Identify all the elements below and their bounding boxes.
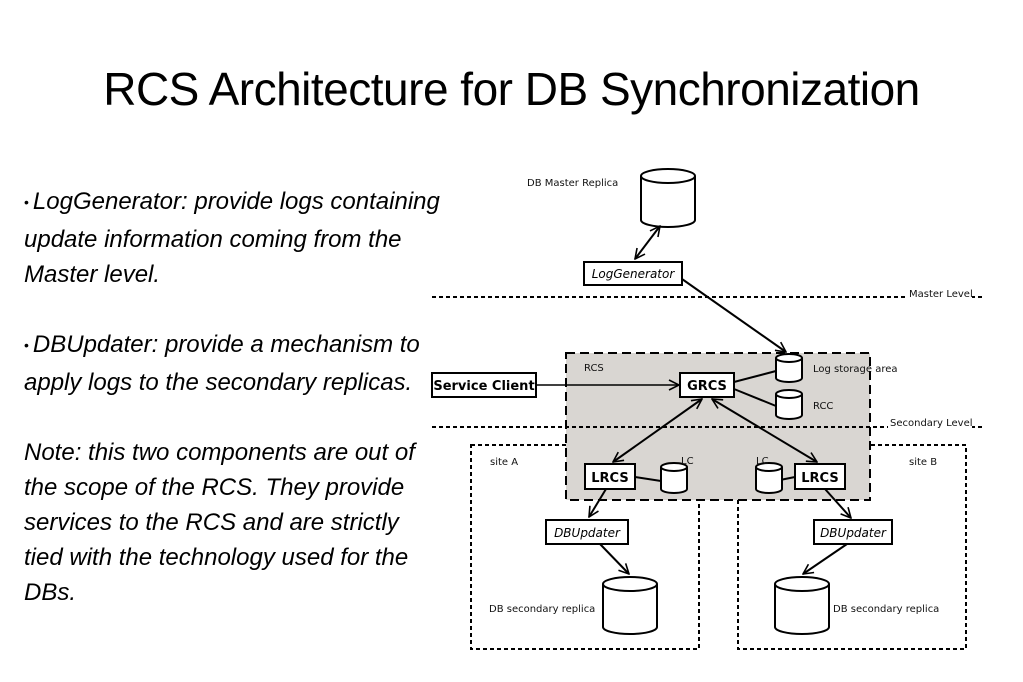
bullet-dbupdater-text: DBUpdater: provide a mechanism to apply … bbox=[24, 331, 420, 396]
note-text: Note: this two components are out of the… bbox=[24, 439, 415, 606]
rcc-cylinder-icon bbox=[775, 389, 803, 420]
lrcs-a-box bbox=[584, 463, 636, 490]
lc-a-label: LC bbox=[681, 456, 694, 467]
db-secondary-b-cylinder-icon bbox=[774, 576, 830, 635]
grcs-lrcs-a-arrow bbox=[613, 399, 702, 462]
db-master-label: DB Master Replica bbox=[527, 178, 618, 189]
service-client-label: Service Client bbox=[433, 379, 534, 394]
lrcs-b-box bbox=[794, 463, 846, 490]
lrcs-b-label: LRCS bbox=[801, 471, 838, 486]
lrcs-a-lc-link bbox=[634, 476, 662, 482]
dbupdater-b-label: DBUpdater bbox=[820, 526, 887, 540]
dbupdater-b-db-arrow bbox=[803, 543, 848, 574]
db-secondary-b-label: DB secondary replica bbox=[833, 604, 939, 615]
site-a-label: site A bbox=[490, 457, 518, 468]
lrcs-a-dbupdater-arrow bbox=[589, 488, 607, 517]
bullet-loggenerator-text: LogGenerator: provide logs containing up… bbox=[24, 188, 440, 288]
bullet-loggenerator: •LogGenerator: provide logs containing u… bbox=[24, 184, 444, 292]
db-master-cylinder-icon bbox=[640, 168, 696, 228]
bullet-icon: • bbox=[24, 194, 29, 210]
lrcs-b-dbupdater-arrow bbox=[824, 488, 851, 518]
log-storage-cylinder-icon bbox=[775, 353, 803, 383]
lc-a-cylinder-icon bbox=[660, 462, 688, 494]
lrcs-a-label: LRCS bbox=[591, 471, 628, 486]
log-storage-label: Log storage area bbox=[813, 364, 898, 375]
loggenerator-label: LogGenerator bbox=[592, 267, 676, 281]
lc-b-cylinder-icon bbox=[755, 462, 783, 494]
grcs-logstorage-link bbox=[733, 370, 777, 383]
loggenerator-box bbox=[583, 261, 683, 286]
dbupdater-a-box bbox=[545, 519, 629, 545]
db-secondary-a-label: DB secondary replica bbox=[489, 604, 595, 615]
bullet-icon: • bbox=[24, 337, 29, 353]
text-column: •LogGenerator: provide logs containing u… bbox=[24, 184, 444, 645]
site-b-label: site B bbox=[909, 457, 937, 468]
dbupdater-b-box bbox=[813, 519, 893, 545]
bullet-dbupdater: •DBUpdater: provide a mechanism to apply… bbox=[24, 327, 444, 400]
rcs-label: RCS bbox=[584, 363, 604, 374]
secondary-level-label: Secondary Level bbox=[890, 418, 973, 429]
lc-b-label: LC bbox=[756, 456, 769, 467]
grcs-box bbox=[679, 372, 735, 398]
master-level-label: Master Level bbox=[909, 289, 973, 300]
db-secondary-a-cylinder-icon bbox=[602, 576, 658, 635]
slide-title: RCS Architecture for DB Synchronization bbox=[103, 63, 920, 115]
master-loggenerator-arrow bbox=[635, 226, 660, 259]
grcs-lrcs-b-arrow bbox=[712, 399, 817, 462]
dbupdater-a-label: DBUpdater bbox=[554, 526, 621, 540]
rcc-label: RCC bbox=[813, 401, 833, 412]
dbupdater-a-db-arrow bbox=[599, 543, 629, 574]
grcs-label: GRCS bbox=[687, 379, 727, 394]
loggenerator-logstorage-arrow bbox=[681, 278, 786, 352]
